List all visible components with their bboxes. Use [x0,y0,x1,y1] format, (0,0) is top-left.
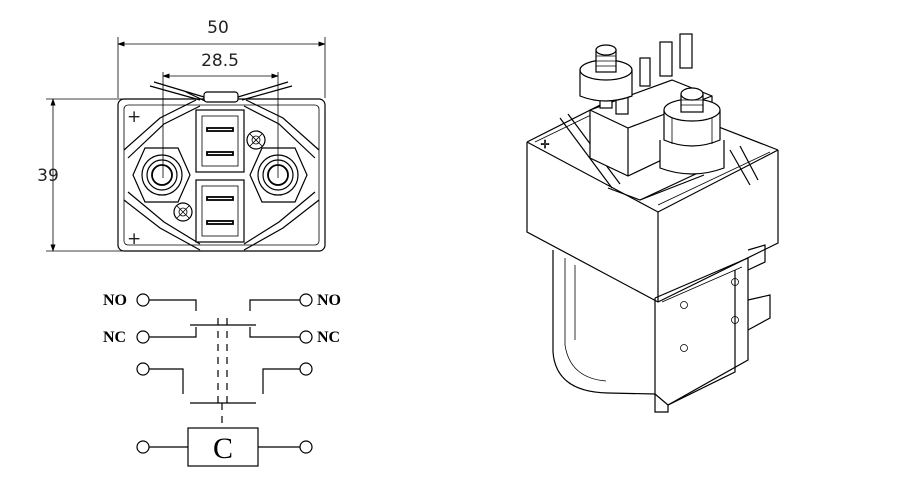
right-main-terminal [249,147,308,203]
coil-cylinder [552,244,771,413]
coil-leads [149,81,293,103]
coil-box [187,427,259,467]
left-main-terminal [132,147,191,203]
height-dimension: 39 [37,98,122,252]
isometric-view: + [526,33,779,413]
left-no-terminal [136,293,150,307]
left-no-label: NO [103,292,127,309]
width-dimension-value: 50 [207,18,229,38]
polarity-mark-bottom: + [127,229,141,249]
coil-terminal-left [136,440,150,454]
stud-terminal-right [659,87,725,175]
polarity-mark-top: + [127,107,141,127]
housing-ribs [123,99,320,251]
stud-terminal-left [579,44,633,102]
left-common-terminal [136,362,150,376]
coil-terminal-right [299,440,313,454]
right-nc-label: NC [317,329,340,346]
right-common-terminal [299,362,313,376]
right-no-label: NO [317,292,341,309]
terminal-spacing-value: 28.5 [201,51,239,71]
right-nc-terminal [299,330,313,344]
svg-text:+: + [540,137,550,151]
aux-terminal-block-bottom [195,179,245,243]
left-nc-label: NC [103,329,126,346]
aux-terminal-block-top [195,109,245,173]
right-no-terminal [299,293,313,307]
screw-left [173,202,193,222]
screw-right [246,130,266,150]
left-nc-terminal [136,330,150,344]
circuit-schematic: NO NO NC NC C [103,292,341,467]
height-dimension-value: 39 [37,166,59,186]
top-view-drawing: 50 28.5 39 [37,18,326,252]
coil-label: C [213,432,233,465]
width-dimension: 50 [117,18,326,98]
